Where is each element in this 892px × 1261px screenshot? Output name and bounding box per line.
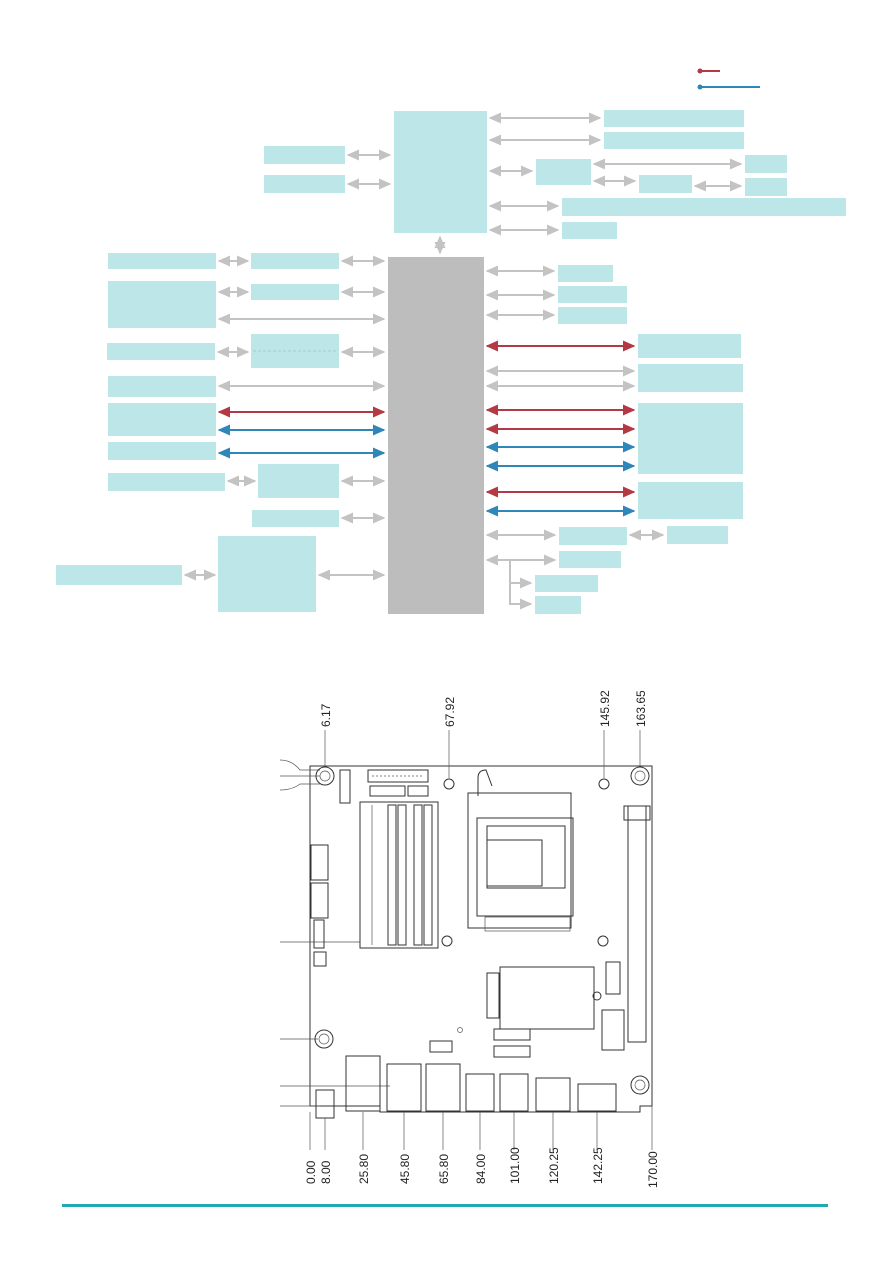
dim-bottom-4: 45.80	[398, 1154, 412, 1184]
dim-bottom-2: 8.00	[319, 1160, 333, 1184]
footer-rule	[62, 1204, 828, 1207]
m2-slot	[499, 966, 595, 1030]
mounting-hole-mid-left	[314, 1029, 334, 1049]
cpu-right-block-2	[604, 132, 744, 149]
dim-top-3: 145.92	[598, 690, 612, 727]
dim-bottom-7: 101.00	[508, 1147, 522, 1184]
pcie-slot	[627, 805, 647, 1043]
pch-hub-block	[388, 257, 484, 614]
small-hole-3	[441, 935, 453, 947]
board-outline	[309, 765, 653, 1113]
pch-left-far-block-5	[108, 403, 216, 436]
cpu-left-block-1	[264, 146, 345, 164]
mounting-hole-top-right	[630, 766, 650, 786]
dim-bottom-10: 170.00	[646, 1151, 660, 1188]
io-port-4	[465, 1073, 495, 1112]
pch-left-far-block-9	[56, 565, 182, 585]
mounting-hole-bottom-right	[630, 1075, 650, 1095]
pch-right-block-7	[638, 482, 743, 519]
left-vertical-header	[339, 769, 351, 804]
io-port-1	[345, 1055, 381, 1112]
io-port-2	[386, 1063, 422, 1112]
small-hole-1	[443, 778, 455, 790]
cpu-right-wide-block	[562, 198, 846, 216]
memory-slots	[359, 801, 439, 949]
pch-left-far-block-2	[108, 281, 216, 328]
pch-left-block-8	[252, 510, 339, 527]
pch-right-block-8b	[667, 526, 728, 544]
pch-left-block-7	[258, 464, 339, 498]
cpu-right-far-block-1	[745, 155, 787, 173]
pch-right-block-4	[638, 334, 741, 358]
dim-top-4: 163.65	[634, 690, 648, 727]
power-jack-port	[315, 1089, 335, 1119]
pch-right-block-5	[638, 364, 743, 392]
pch-left-block-1	[251, 253, 339, 269]
dim-bottom-8: 120.25	[547, 1147, 561, 1184]
legend	[697, 68, 760, 90]
dim-bottom-3: 25.80	[357, 1154, 371, 1184]
pch-right-block-9	[559, 551, 621, 568]
dim-top-1: 6.17	[319, 703, 333, 727]
cpu-left-block-2	[264, 175, 345, 193]
pch-left-block-2	[251, 284, 339, 300]
pch-right-block-10	[535, 575, 598, 592]
dim-bottom-1: 0.00	[304, 1160, 318, 1184]
pch-right-block-2	[558, 286, 627, 303]
pch-right-block-8	[559, 527, 627, 545]
pch-left-far-block-3	[107, 343, 215, 360]
pch-left-far-block-7	[108, 473, 225, 491]
io-port-5	[499, 1073, 529, 1112]
mounting-hole-top-left	[315, 766, 335, 786]
pch-left-far-block-1	[108, 253, 216, 269]
pch-right-block-1	[558, 265, 613, 282]
cpu-right-short-block	[562, 222, 617, 239]
cpu-right-small-block	[639, 175, 692, 193]
small-hole-4	[597, 935, 609, 947]
pch-left-far-block-4	[108, 376, 216, 397]
pch-right-block-11	[535, 596, 581, 614]
dim-top-2: 67.92	[443, 697, 457, 727]
pch-right-block-3	[558, 307, 627, 324]
cpu-right-block-1	[604, 110, 744, 127]
pch-left-far-block-6	[108, 442, 216, 460]
cpu-socket	[467, 769, 574, 932]
cpu-block	[394, 111, 487, 233]
dim-bottom-6: 84.00	[474, 1154, 488, 1184]
io-port-6	[535, 1077, 571, 1112]
dim-bottom-5: 65.80	[437, 1154, 451, 1184]
small-hole-2	[598, 778, 610, 790]
sata-connector-2	[310, 882, 329, 919]
pch-right-block-6	[638, 403, 743, 474]
pch-left-block-9	[218, 536, 316, 612]
cpu-right-mid-block	[536, 159, 591, 185]
top-header-connector	[367, 769, 429, 783]
sata-connector-1	[310, 844, 329, 881]
board-layout	[279, 730, 653, 1150]
dim-bottom-9: 142.25	[591, 1147, 605, 1184]
io-port-3	[425, 1063, 461, 1112]
io-port-7	[577, 1083, 617, 1112]
cpu-right-far-block-2	[745, 178, 787, 196]
